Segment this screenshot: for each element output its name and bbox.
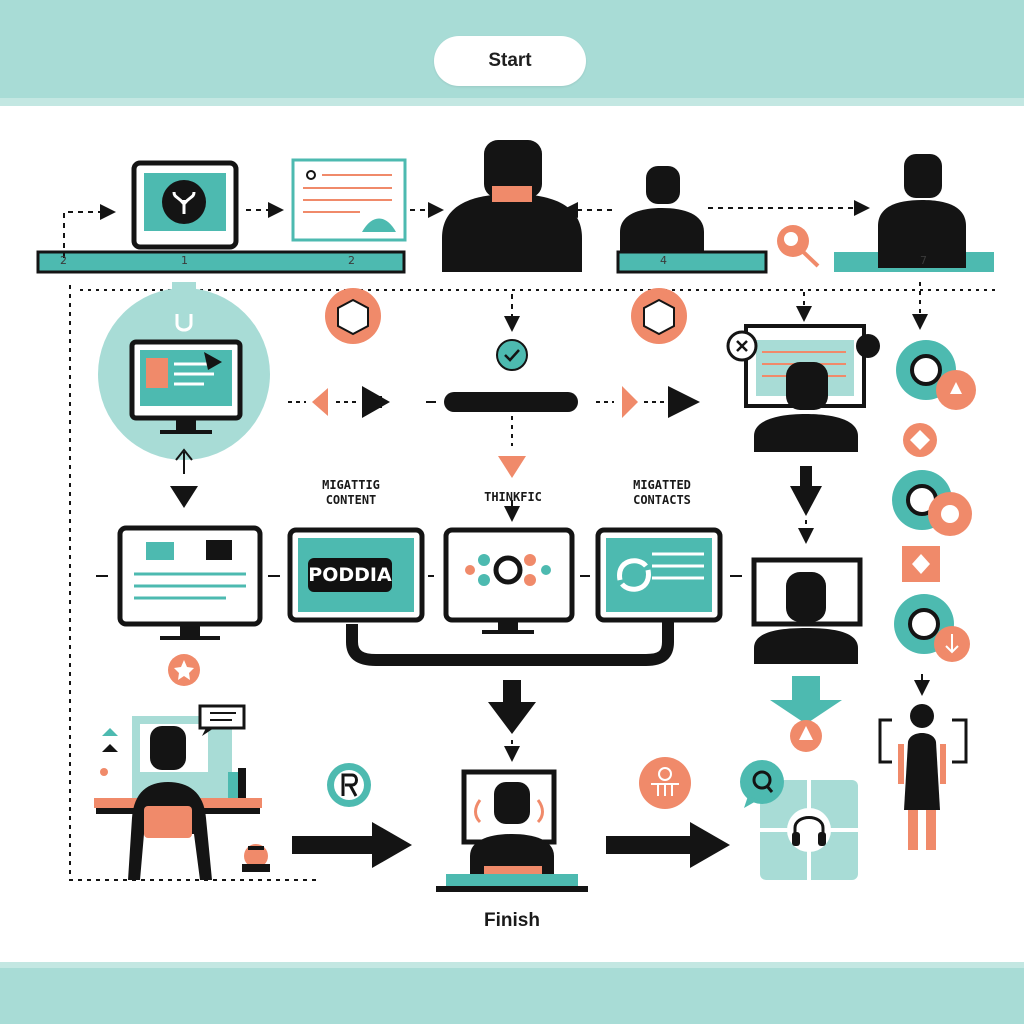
diamond-icon (903, 423, 937, 457)
footer-band-edge (0, 962, 1024, 970)
arrow-down-icon (770, 676, 842, 752)
contacts-monitor-icon (595, 527, 723, 623)
monitor-plant-icon (131, 160, 239, 250)
refresh-icon[interactable] (327, 763, 371, 807)
footer-band (0, 968, 1024, 1024)
desk-worker-icon (94, 704, 270, 880)
user-icon[interactable] (639, 757, 691, 809)
chat-bubble-icon[interactable] (740, 760, 784, 808)
arrow-right-icon (668, 386, 700, 418)
monitor-person-icon (751, 557, 863, 664)
arrow-down-icon (170, 486, 198, 508)
timeline-bar-left (38, 252, 404, 272)
step-number: 2 (348, 254, 355, 267)
timeline-bar-middle (616, 250, 768, 274)
step-number: 4 (660, 254, 667, 267)
standing-person-icon (878, 704, 968, 850)
box-icon[interactable] (631, 288, 687, 344)
header-band-edge (0, 98, 1024, 106)
person-icon (442, 140, 582, 272)
gear-icon[interactable] (896, 340, 976, 410)
support-panel[interactable] (760, 780, 858, 880)
thinkific-monitor-icon (443, 527, 575, 634)
person-icon (878, 154, 966, 268)
step-number: 2 (60, 254, 67, 267)
arrow-right-icon (690, 822, 730, 868)
gear-icon[interactable] (894, 594, 970, 662)
check-icon[interactable] (496, 339, 528, 371)
start-node[interactable]: Start (434, 36, 586, 86)
profile-monitor-icon (98, 282, 270, 460)
finish-monitor-icon (436, 769, 588, 892)
person-icon (620, 166, 704, 252)
platform-label: PODDIA (308, 558, 392, 592)
browser-person-icon (726, 324, 880, 452)
caption-migrating-content: MIGATTIG CONTENT (322, 478, 380, 507)
arrow-down-icon (790, 486, 822, 516)
search-icon[interactable] (777, 225, 820, 268)
gear-icon[interactable] (892, 470, 972, 536)
star-icon[interactable] (168, 654, 200, 686)
finish-node[interactable]: Finish (484, 910, 540, 931)
process-bar (444, 392, 578, 412)
arrow-down-icon (488, 702, 536, 734)
caption-migrated-contacts: MIGATTED CONTACTS (633, 478, 691, 507)
content-monitor-icon (117, 525, 263, 640)
arrow-right-icon (372, 822, 412, 868)
diamond-icon (902, 546, 940, 582)
step-number: 7 (920, 254, 927, 267)
step-number: 1 (181, 254, 188, 267)
document-icon (291, 158, 407, 242)
headphones-icon (793, 816, 825, 840)
caption-thinkific: THINKFIC (484, 490, 542, 504)
box-icon[interactable] (325, 288, 381, 344)
